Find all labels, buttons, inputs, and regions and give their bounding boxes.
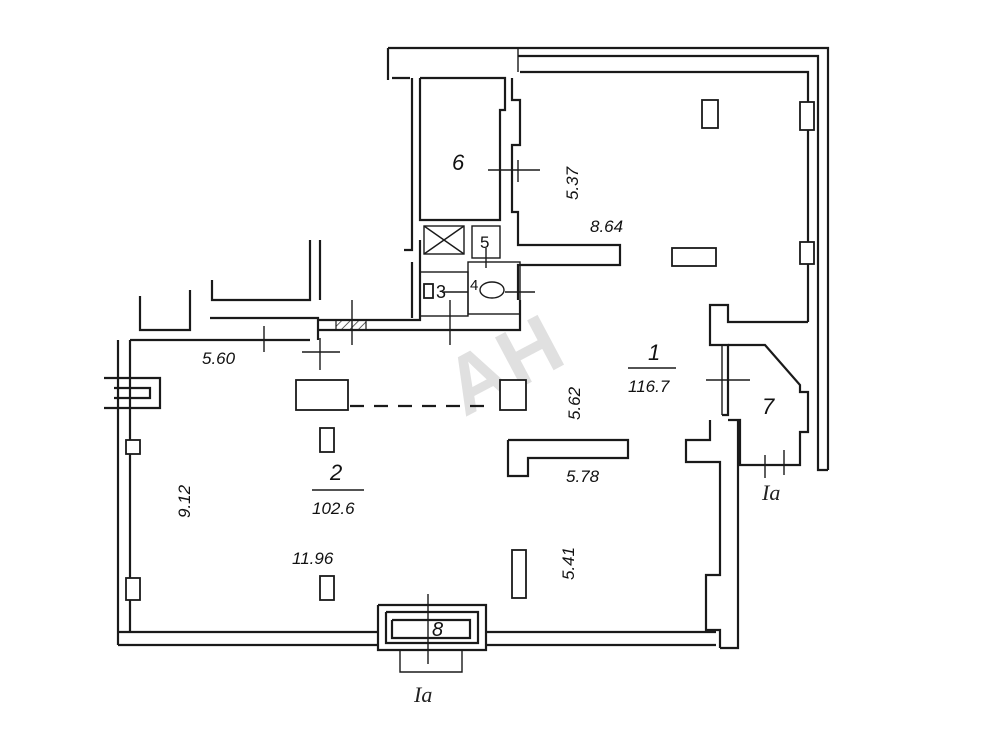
room-2-number: 2: [329, 460, 342, 485]
dim-5-37: 5.37: [563, 166, 582, 200]
sanitary-block: [419, 225, 535, 317]
outer-walls: [104, 46, 830, 673]
room-4-number: 4: [470, 277, 478, 294]
dim-8-64: 8.64: [590, 217, 623, 236]
room-1-area: 116.7: [628, 377, 670, 396]
section-mark-bottom: Ia: [413, 682, 432, 707]
dim-5-41: 5.41: [559, 547, 578, 580]
room-7-number: 7: [762, 394, 775, 419]
dim-11-96: 11.96: [292, 549, 334, 568]
columns: [295, 99, 815, 601]
toilet-icon: [479, 281, 505, 299]
section-mark-right: Ia: [761, 480, 780, 505]
room-8-number: 8: [432, 619, 443, 641]
dimension-labels: 5.37 8.64 5.60 5.62 5.78 9.12 11.96 5.41: [175, 166, 623, 580]
dim-9-12: 9.12: [175, 484, 194, 518]
dim-5-78: 5.78: [566, 467, 600, 486]
room-5-number: 5: [480, 233, 489, 252]
watermark-logo: AH: [430, 298, 577, 434]
room-3-number: 3: [436, 282, 446, 302]
room-1-number: 1: [648, 340, 660, 365]
room-6-number: 6: [452, 150, 465, 175]
room-labels: 6 5 3 4 1 116.7 2 102.6 7 8: [312, 150, 775, 641]
section-marks: Ia Ia: [413, 480, 780, 707]
dim-5-60: 5.60: [202, 349, 236, 368]
room-2-area: 102.6: [312, 499, 355, 518]
dim-5-62: 5.62: [565, 386, 584, 420]
